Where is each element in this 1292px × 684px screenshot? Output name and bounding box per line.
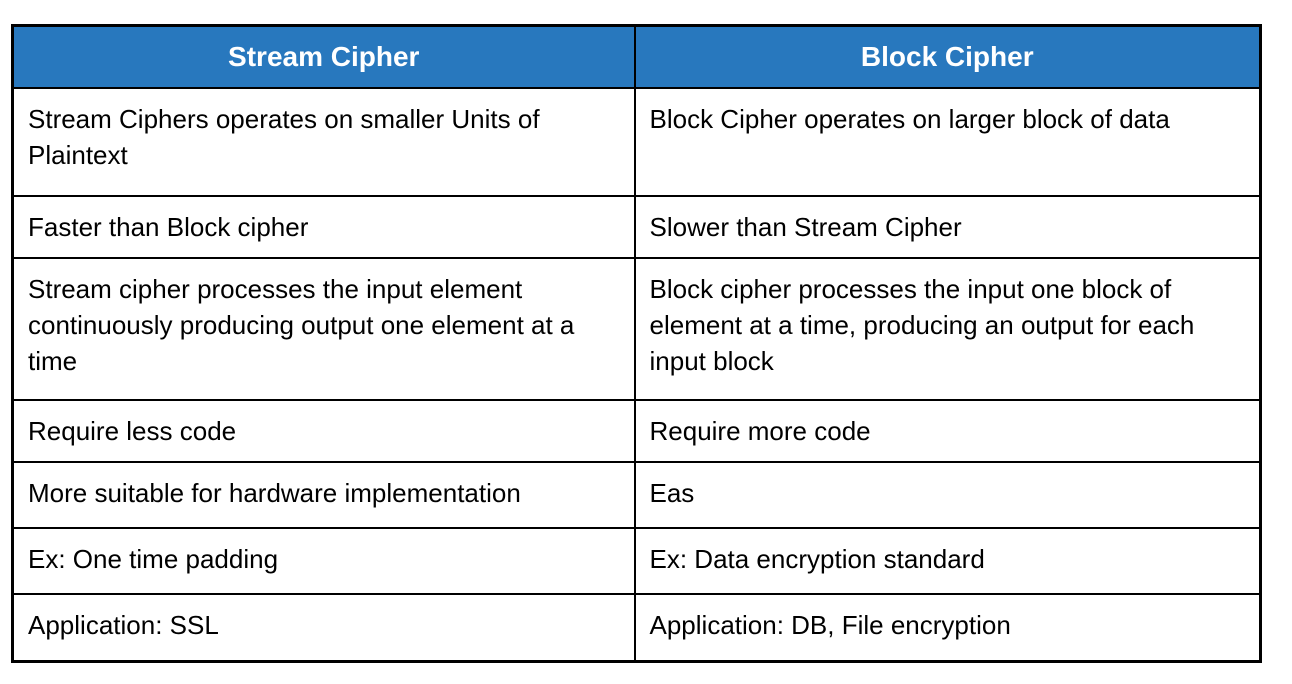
table-row: Faster than Block cipher Slower than Str… — [11, 194, 1262, 259]
table-cell-block: Require more code — [633, 398, 1262, 463]
table-cell-stream: Ex: One time padding — [11, 526, 636, 595]
table-cell-block: Ex: Data encryption standard — [633, 526, 1262, 595]
cipher-comparison-table: Stream Cipher Block Cipher Stream Cipher… — [11, 24, 1262, 663]
table-row: Require less code Require more code — [11, 398, 1262, 463]
table-row: Application: SSL Application: DB, File e… — [11, 592, 1262, 663]
table-cell-block: Eas — [633, 460, 1262, 529]
table-cell-stream: More suitable for hardware implementatio… — [11, 460, 636, 529]
table-row: Stream cipher processes the input elemen… — [11, 256, 1262, 401]
table-cell-stream: Stream cipher processes the input elemen… — [11, 256, 636, 401]
table-cell-stream: Require less code — [11, 398, 636, 463]
table-cell-stream: Faster than Block cipher — [11, 194, 636, 259]
table-row: Stream Ciphers operates on smaller Units… — [11, 86, 1262, 197]
column-header-stream-cipher: Stream Cipher — [11, 24, 636, 89]
table-row: Ex: One time padding Ex: Data encryption… — [11, 526, 1262, 595]
column-header-block-cipher: Block Cipher — [633, 24, 1262, 89]
table-cell-block: Slower than Stream Cipher — [633, 194, 1262, 259]
header-row: Stream Cipher Block Cipher — [11, 24, 1262, 89]
table-cell-stream: Stream Ciphers operates on smaller Units… — [11, 86, 636, 197]
table-cell-block: Block cipher processes the input one blo… — [633, 256, 1262, 401]
table-row: More suitable for hardware implementatio… — [11, 460, 1262, 529]
table-cell-block: Block Cipher operates on larger block of… — [633, 86, 1262, 197]
table-cell-block: Application: DB, File encryption — [633, 592, 1262, 663]
table-cell-stream: Application: SSL — [11, 592, 636, 663]
